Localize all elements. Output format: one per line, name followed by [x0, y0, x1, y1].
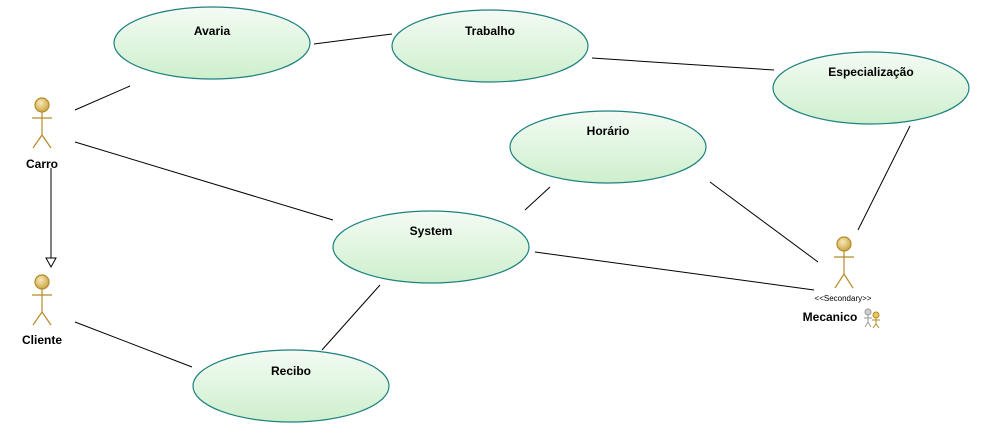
actor-carro[interactable]: Carro [26, 97, 58, 171]
actor-stereotype: <<Secondary>> [815, 294, 872, 303]
use-case-label: Avaria [194, 24, 231, 38]
actor-mecanico[interactable]: <<Secondary>> Mecanico [803, 236, 880, 329]
use-case-horario[interactable]: Horário [509, 110, 707, 184]
use-case-avaria[interactable]: Avaria [113, 6, 311, 80]
association-carro-system[interactable] [74, 141, 334, 221]
use-case-recibo[interactable]: Recibo [192, 349, 390, 423]
association-horario-mecanico[interactable] [709, 181, 819, 263]
use-case-especializacao[interactable]: Especialização [772, 51, 970, 125]
association-trabalho-especializacao[interactable] [591, 57, 775, 71]
use-case-label: Trabalho [465, 24, 515, 38]
stick-figure-icon [32, 274, 52, 326]
stick-figure-icon [834, 236, 854, 289]
association-cliente-recibo[interactable] [74, 321, 193, 368]
actor-cliente[interactable]: Cliente [22, 274, 62, 347]
actor-label: Mecanico [803, 310, 858, 324]
actor-label: Carro [26, 157, 58, 171]
association-carro-avaria[interactable] [74, 85, 131, 111]
use-case-trabalho[interactable]: Trabalho [391, 9, 589, 83]
use-case-label: Especialização [828, 65, 913, 79]
stick-figure-icon [32, 97, 52, 149]
use-case-label: System [410, 224, 453, 238]
associations [50, 33, 911, 368]
use-case-label: Horário [587, 124, 630, 138]
association-system-recibo[interactable] [321, 284, 381, 351]
association-avaria-trabalho[interactable] [313, 33, 393, 45]
association-especializacao-mecanico[interactable] [857, 125, 911, 231]
association-horario-system[interactable] [524, 186, 551, 211]
use-case-system[interactable]: System [332, 210, 530, 284]
generalization-arrowhead [45, 257, 57, 269]
secondary-actor-icon [864, 308, 880, 329]
use-case-label: Recibo [271, 364, 311, 378]
actor-label: Cliente [22, 333, 62, 347]
association-system-mecanico[interactable] [534, 251, 815, 291]
